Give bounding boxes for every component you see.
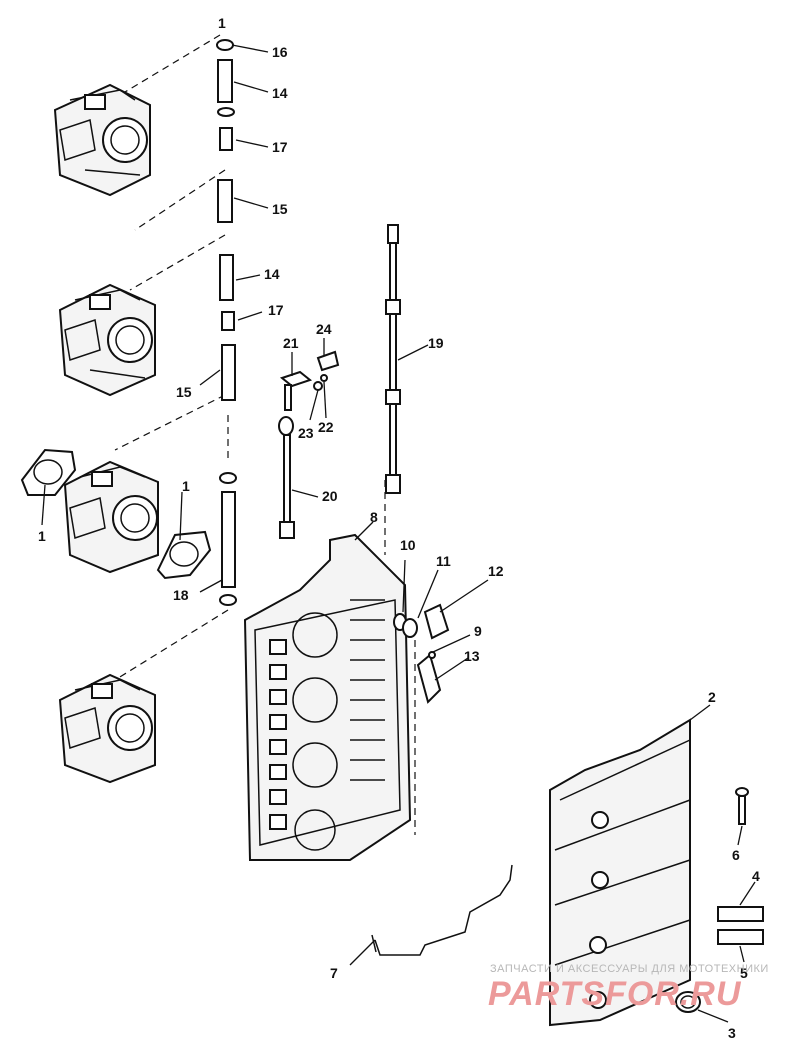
callout-11: 11 xyxy=(436,553,451,569)
plug xyxy=(675,991,701,1013)
manifold-cover xyxy=(549,718,691,1027)
callout-15-upper: 15 xyxy=(272,201,288,217)
link-rod xyxy=(385,224,401,494)
callout-1-gasket-right: 1 xyxy=(182,478,190,494)
callout-18: 18 xyxy=(173,587,189,603)
watermark-logo: PARTSFOR.RU xyxy=(488,975,742,1013)
gasket-left xyxy=(20,448,77,496)
callout-7: 7 xyxy=(330,965,338,981)
callout-13: 13 xyxy=(464,648,480,664)
watermark: ЗАПЧАСТИ И АКСЕССУАРЫ ДЛЯ МОТОТЕХНИКИ PA… xyxy=(488,963,769,1013)
cover-small-parts xyxy=(393,603,450,704)
bleed-hose xyxy=(371,864,513,956)
callout-9: 9 xyxy=(474,623,482,639)
callout-14-lower: 14 xyxy=(264,266,280,282)
callout-22: 22 xyxy=(318,419,334,435)
callout-15-lower: 15 xyxy=(176,384,192,400)
callout-1-top: 1 xyxy=(218,15,226,31)
carburetor-top xyxy=(53,83,151,197)
carburetor-second xyxy=(58,283,156,397)
callout-3: 3 xyxy=(728,1025,736,1041)
gasket-right xyxy=(156,530,212,580)
alignment-lines xyxy=(114,34,416,835)
intake-manifold xyxy=(243,533,412,861)
fuel-hoses-column xyxy=(216,39,237,606)
callout-10: 10 xyxy=(400,537,416,553)
callout-5: 5 xyxy=(740,965,748,981)
callout-16: 16 xyxy=(272,44,288,60)
callout-21: 21 xyxy=(283,335,299,351)
callout-17-lower: 17 xyxy=(268,302,284,318)
callout-24: 24 xyxy=(316,321,332,337)
callout-6: 6 xyxy=(732,847,740,863)
callout-2: 2 xyxy=(708,689,716,705)
screw xyxy=(735,787,749,825)
callout-20: 20 xyxy=(322,488,338,504)
carburetor-bottom xyxy=(58,673,156,784)
callout-23: 23 xyxy=(298,425,314,441)
callout-12: 12 xyxy=(488,563,504,579)
callout-19: 19 xyxy=(428,335,444,351)
callout-1-gasket-left: 1 xyxy=(38,528,46,544)
linkage-parts xyxy=(278,350,340,539)
callout-leaders xyxy=(41,44,756,1023)
carburetor-third xyxy=(63,460,159,574)
decals xyxy=(717,906,764,945)
callout-8: 8 xyxy=(370,509,378,525)
callout-14-upper: 14 xyxy=(272,85,288,101)
callout-labels: 1 16 14 17 15 14 17 15 1 1 18 21 24 23 2… xyxy=(38,15,760,1041)
callout-4: 4 xyxy=(752,868,760,884)
watermark-tagline: ЗАПЧАСТИ И АКСЕССУАРЫ ДЛЯ МОТОТЕХНИКИ xyxy=(490,963,769,975)
callout-17-upper: 17 xyxy=(272,139,288,155)
